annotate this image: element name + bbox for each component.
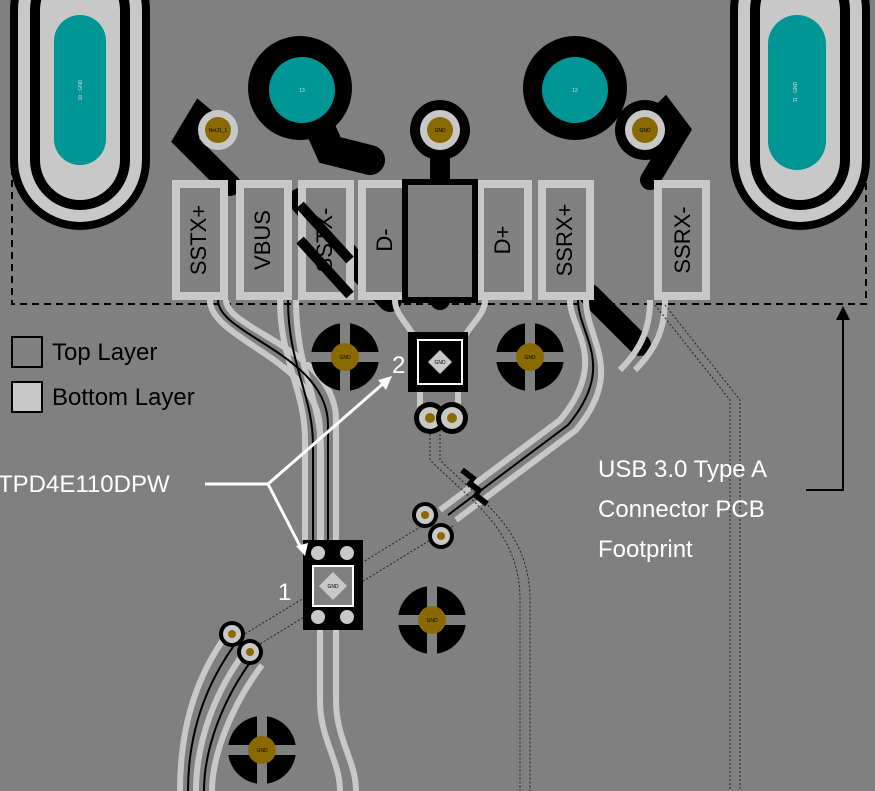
pin-label-vbus: VBUS [250,210,275,270]
center-pad [402,179,478,303]
gnd-thermal-left: GND [306,318,384,396]
ic-2-footprint: GND [408,332,468,392]
via-cross-hatch [460,467,489,507]
gnd-label: GND [426,618,438,624]
footprint-outline [11,0,867,305]
hole-right-label: 12 [572,88,578,94]
gnd-thermal-bottom: GND [223,711,301,789]
ic-1-gnd-label: GND [327,584,339,590]
gnd-thermal-middle: GND [393,581,471,659]
legend: Top Layer Bottom Layer [11,336,195,413]
ic-1-footprint: GND [303,540,363,630]
gnd-label: GND [256,748,268,754]
footprint-callout-line [806,314,844,491]
legend-label-bottom-layer: Bottom Layer [52,384,195,411]
part-name-label: TPD4E110DPW [0,471,170,498]
footprint-label-line2: Connector PCB [598,496,765,523]
pin-label-ssrx-plus: SSRX+ [552,204,577,277]
footprint-callout-arrowhead [836,306,850,320]
signal-vias [219,402,468,665]
legend-swatch-top-layer [11,336,43,368]
pin-label-d-minus: D- [372,228,397,251]
ic-2-gnd-label: GND [434,360,446,366]
gnd-thermal-right: GND [491,318,569,396]
pin-label-sstx-plus: SSTX+ [186,205,211,275]
mount-hole-right: 12 [523,36,627,140]
ic-marker-2: 2 [392,352,405,379]
pin-label-ssrx-minus: SSRX- [670,206,695,273]
gnd-label: GND [639,128,651,134]
footprint-label-line3: Footprint [598,536,693,563]
shield-left-label: 10 : GND [78,79,84,100]
bottom-trace-edges [187,299,595,791]
bottom-traces [177,299,668,791]
via-gnd-top-center: GND [410,100,470,160]
gnd-label: GND [339,355,351,361]
mount-hole-left: 13 [248,36,352,140]
connector-fingers-inner [180,188,702,292]
legend-swatch-bottom-layer [11,381,43,413]
callout-arrowheads [296,376,392,556]
shield-pad-left: 10 : GND [10,0,150,230]
hole-left-label: 13 [299,88,305,94]
footprint-label-line1: USB 3.0 Type A [598,456,767,483]
shield-pad-right: 11 : GND [730,0,870,230]
pin-label-sstx-minus: SSTX- [312,208,337,273]
gnd-label: GND [524,355,536,361]
via-netj1-label: NetJ1_1 [209,128,228,134]
pin-label-d-plus: D+ [490,226,515,255]
legend-label-top-layer: Top Layer [52,339,157,366]
via-netj1: NetJ1_1 [198,110,238,150]
shield-right-label: 11 : GND [793,81,799,102]
via-gnd-top-right: GND [615,100,675,160]
part-callout-lines [205,380,386,551]
ic-marker-1: 1 [278,579,291,606]
gnd-label: GND [434,128,446,134]
